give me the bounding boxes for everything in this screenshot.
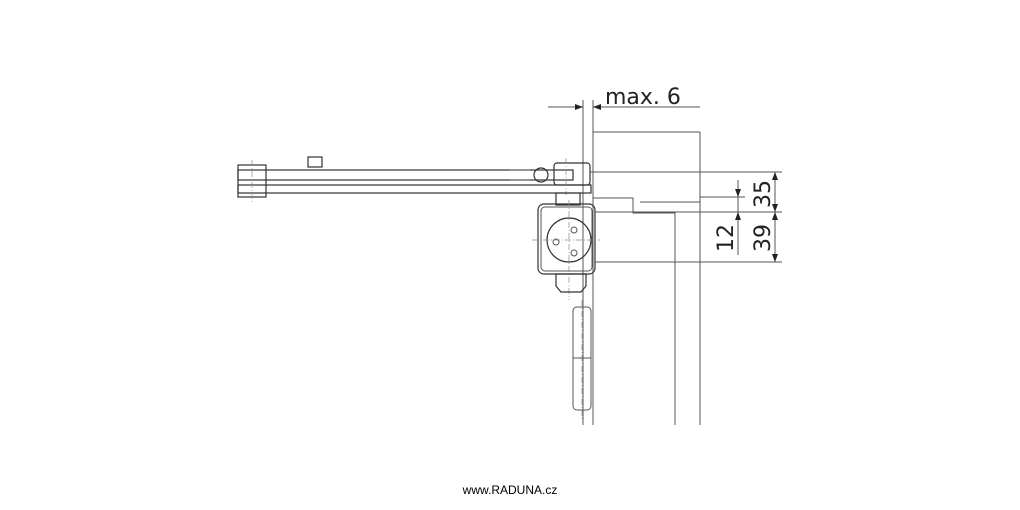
height-lower-label: 39 [751,224,776,252]
footer-website: www.RADUNA.cz [462,483,558,497]
height-dimensions: 35 39 12 [714,172,778,262]
closer-arm [237,156,592,202]
hinge-pin [572,300,592,420]
offset-label: 12 [714,224,739,252]
height-upper-label: 35 [751,180,776,208]
gap-dimension-label: max. 6 [605,85,681,110]
door-frame [582,100,701,425]
extension-lines [590,171,782,263]
gap-dimension: max. 6 [548,85,700,110]
closer-body [532,192,600,300]
